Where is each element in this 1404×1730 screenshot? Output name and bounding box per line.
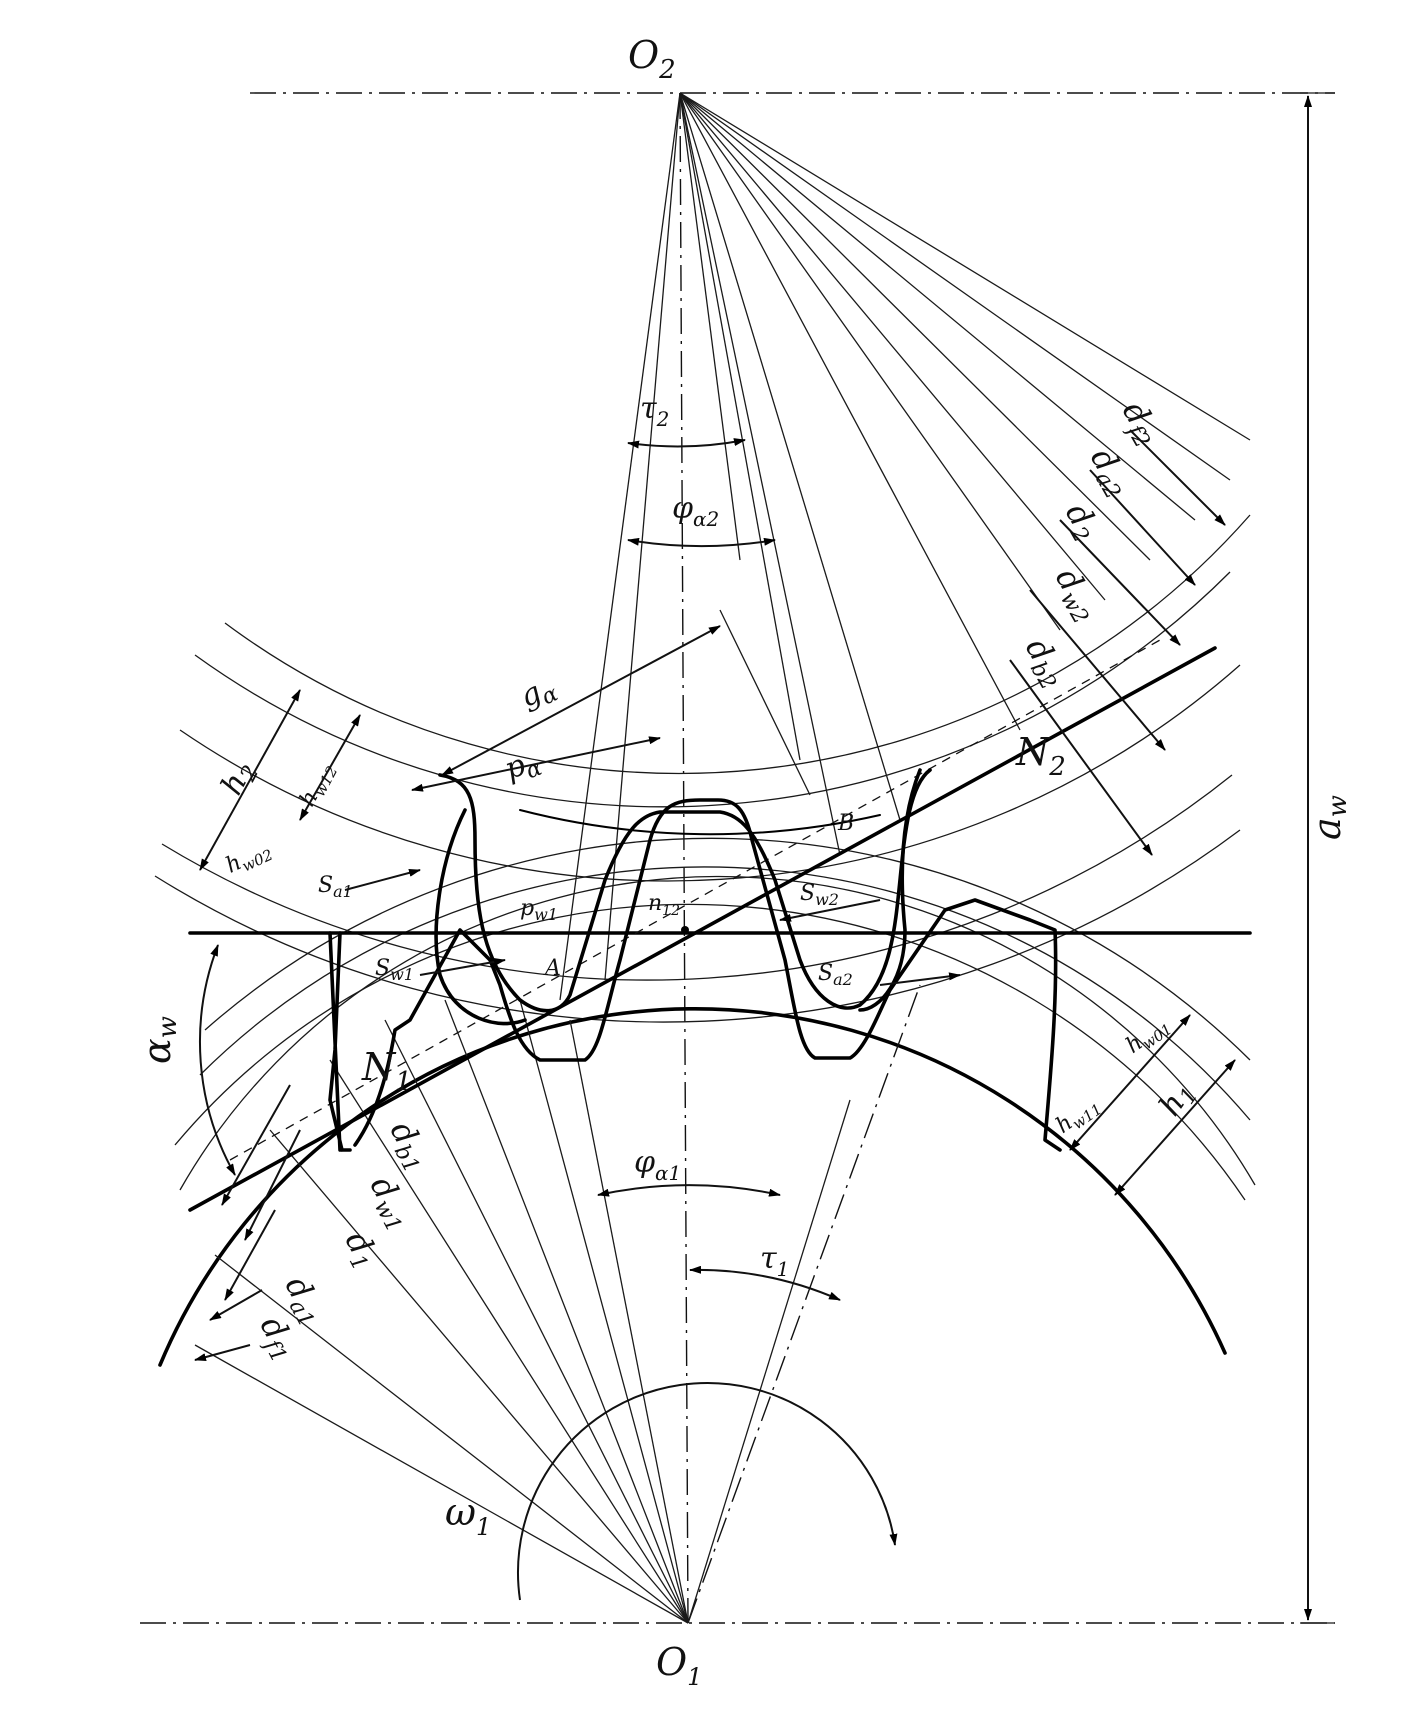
label-hw01: hw01 [1122,1012,1176,1061]
label-omega1: ω1 [445,1490,491,1541]
label-alpha-w: αw [135,1016,183,1064]
label-h2: h2 [214,755,264,803]
label-p-alpha: pα [500,742,545,790]
df2-leader [1129,429,1226,526]
d2-leader [1059,519,1181,646]
label-n2: N2 [1015,730,1066,782]
label-g-alpha: gα [515,669,562,719]
line-of-action [188,646,1217,1212]
sw2-arrow [779,899,881,922]
label-d1: d1 [334,1225,387,1275]
label-sw2: Sw2 [800,881,839,909]
label-h1: h1 [1152,1075,1203,1125]
label-pw1: pw1 [520,896,558,924]
label-hw12: hw12 [295,758,341,812]
circle-db2 [154,829,1241,1023]
circle-dw2 [161,774,1233,981]
d1-leader [224,1209,276,1301]
sw1-arrow [419,957,506,976]
gear2-mid-arc [519,809,881,836]
label-da2: da2 [1080,441,1140,503]
da2-leader [1089,469,1196,586]
label-tau2: τ2 [640,391,669,431]
gear2-center-tooth [438,768,932,1013]
pitch-point [681,926,689,934]
alpha-w-arc [199,944,236,1176]
label-d2: d2 [1055,496,1109,547]
circle-dw1 [199,866,1251,1121]
dw1-leader [244,1129,301,1241]
label-aw: aw [1305,795,1353,840]
sa2-arrow [879,972,961,986]
label-db1: db1 [379,1115,439,1178]
label-db2: db2 [1015,631,1076,694]
vertical-axis [679,92,689,1624]
sa1-arrow [344,868,421,891]
label-a: A [543,956,561,981]
circle-df2 [224,514,1251,775]
gear2-tooth-left [434,808,527,1026]
hw01-dim [1069,1014,1191,1151]
label-hw11: hw11 [1052,1092,1106,1141]
label-phi-a2: φα2 [672,491,719,531]
da1-leader [209,1289,263,1321]
hw12-dim [299,714,361,821]
omega1-arc [517,1382,898,1601]
label-sw1: Sw1 [375,956,414,984]
circle-da1 [204,837,1251,1061]
dw2-leader [1029,589,1166,751]
h2-dim [199,689,301,871]
label-phi-a1: φα1 [634,1145,681,1185]
phi-a2-arc [627,537,776,547]
db1-leader [221,1084,291,1206]
label-pi12: п12 [648,891,680,919]
tau2-arc [627,438,746,449]
label-tau1: τ1 [760,1241,789,1281]
p-alpha-dim [411,736,661,792]
tau1-arc [689,1265,841,1301]
gear1-radials [194,984,921,1624]
circle-df1 [158,1007,1227,1367]
g-alpha-dim [441,625,721,776]
gear2-radials [559,92,1251,1001]
label-hw02: hw02 [222,837,276,882]
db2-leader [1009,659,1153,856]
df1-leader [194,1344,251,1361]
label-n1: N1 [361,1045,412,1097]
label-o1: O1 [656,1640,702,1691]
label-o2: O2 [628,33,676,85]
phi-a1-arc [597,1184,781,1197]
gear1-tooth-profile [328,798,1062,1152]
g-alpha-ext [719,609,811,796]
label-sa1: Sa1 [318,873,353,901]
label-sa2: Sa2 [818,961,853,989]
label-b: B [837,811,854,836]
gear1-circles [158,837,1256,1367]
